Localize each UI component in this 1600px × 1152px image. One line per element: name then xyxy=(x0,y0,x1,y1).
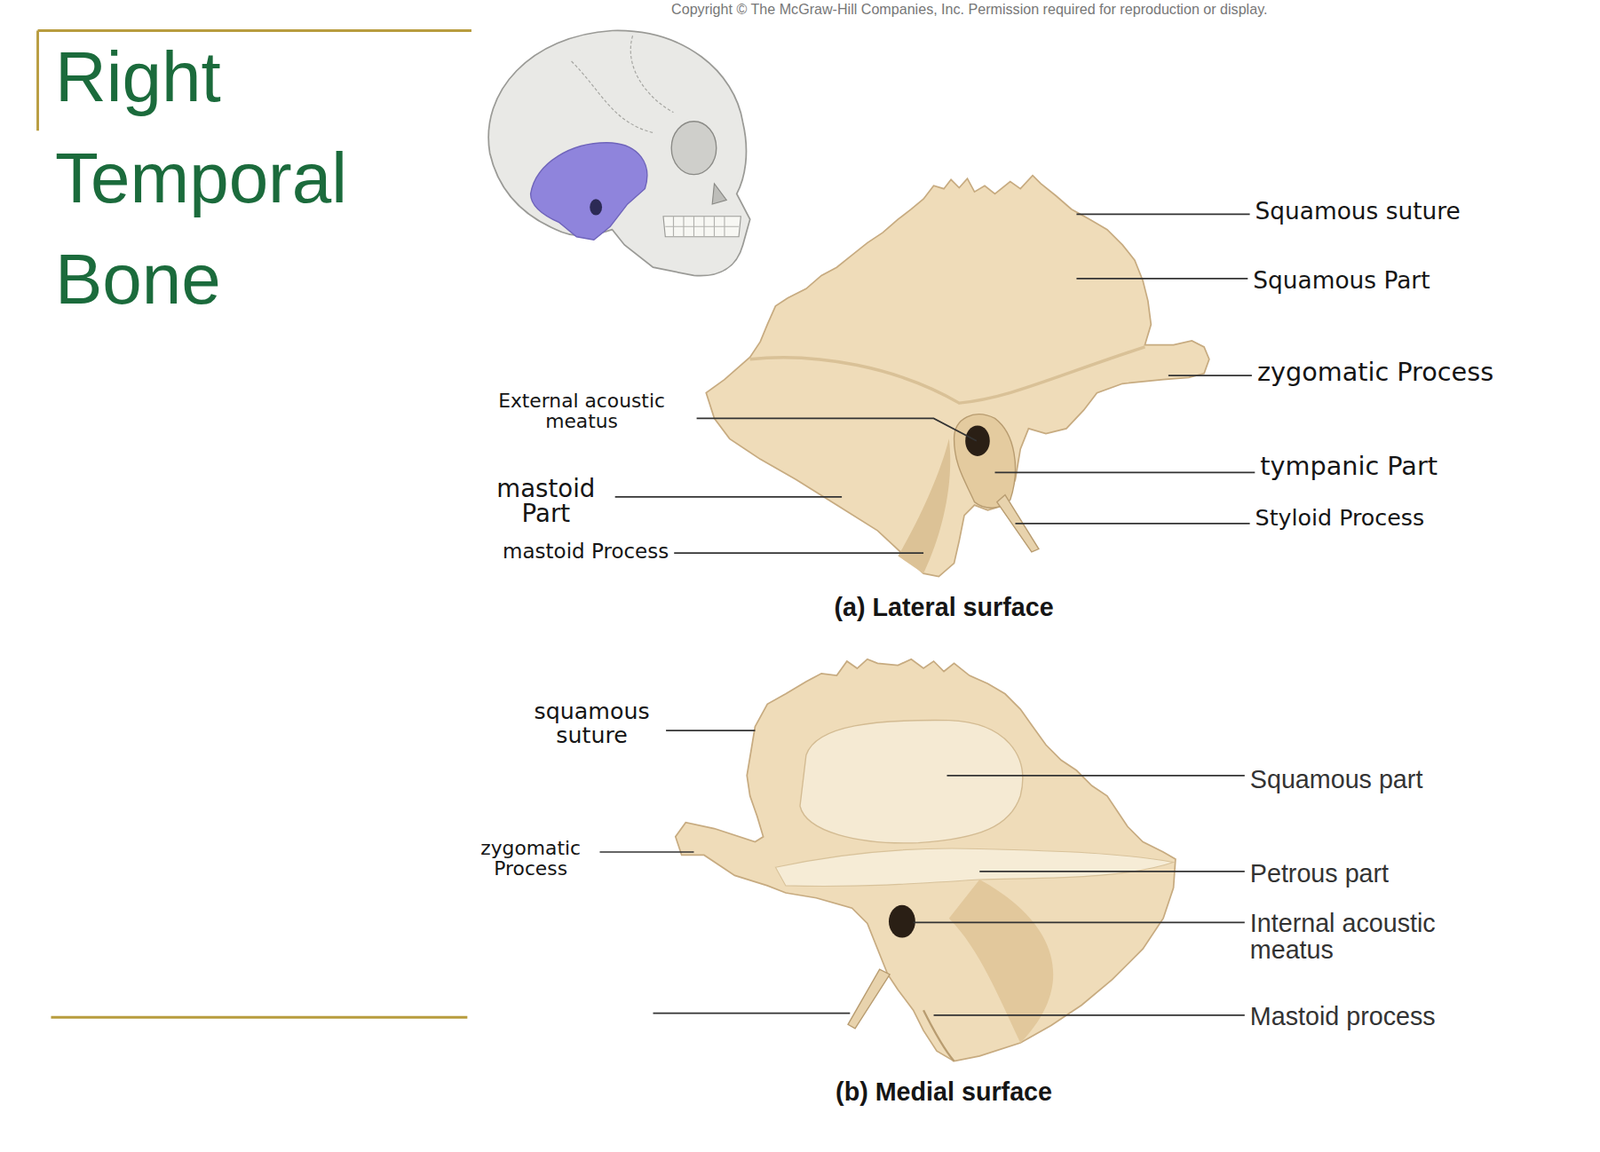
bone-outline xyxy=(675,659,1176,1062)
leader-lines xyxy=(599,213,1255,1016)
tympanic-part xyxy=(954,414,1016,508)
leader-line xyxy=(697,418,977,441)
leader-line xyxy=(1076,213,1250,216)
petrous-ridge xyxy=(775,848,1173,887)
internal-acoustic-meatus xyxy=(888,905,916,939)
styloid-process xyxy=(847,969,890,1030)
part-label: Squamous suture xyxy=(1255,198,1461,224)
eye-orbit xyxy=(671,121,717,175)
leader-line xyxy=(995,471,1256,474)
lateral-bone xyxy=(705,175,1210,578)
leader-line xyxy=(934,1014,1245,1017)
leader-line xyxy=(913,921,1245,924)
part-label: Styloid Process xyxy=(1255,506,1426,531)
bone-shading xyxy=(750,347,1146,404)
leader-line xyxy=(673,552,924,555)
medial-bone xyxy=(675,659,1176,1062)
gold-rule xyxy=(50,1016,468,1020)
mastoid-edge xyxy=(923,1010,954,1062)
leader-line xyxy=(653,1013,851,1015)
ear-opening xyxy=(589,198,602,215)
leader-line xyxy=(1076,277,1248,280)
figure-caption: (b) Medial surface xyxy=(835,1078,1053,1106)
slide-title: Right Temporal Bone xyxy=(55,26,446,331)
leader-line xyxy=(979,871,1245,873)
teeth-lines xyxy=(665,216,739,238)
leader-line xyxy=(615,496,842,499)
skull-outline xyxy=(488,30,751,276)
part-label: mastoid Part xyxy=(482,476,610,529)
leader-line xyxy=(946,775,1244,777)
part-label: Mastoid process xyxy=(1250,1003,1436,1030)
skull-thumbnail xyxy=(488,30,751,276)
skull-sutures xyxy=(571,35,674,133)
leader-line xyxy=(665,729,755,732)
part-label: mastoid Process xyxy=(502,540,669,563)
temporal-region xyxy=(530,142,648,240)
part-label: squamous suture xyxy=(522,700,661,748)
part-label: Internal acoustic meatus xyxy=(1250,910,1505,964)
part-label: Petrous part xyxy=(1250,860,1389,888)
part-label: zygomatic Process xyxy=(1257,358,1494,386)
part-label: Squamous Part xyxy=(1252,268,1430,294)
bone-outline xyxy=(705,175,1210,578)
teeth xyxy=(663,216,741,238)
leader-line xyxy=(1168,374,1252,377)
copyright-note: Copyright © The McGraw-Hill Companies, I… xyxy=(671,1,1268,17)
figure-caption: (a) Lateral surface xyxy=(834,594,1054,621)
part-label: External acoustic meatus xyxy=(472,391,692,433)
part-label: zygomatic Process xyxy=(467,839,595,880)
nasal-cavity xyxy=(712,183,727,205)
leader-line xyxy=(599,851,694,854)
part-label: Squamous part xyxy=(1250,766,1424,793)
petrous-shading xyxy=(949,879,1054,1044)
squamous-inner-surface xyxy=(800,720,1023,844)
external-acoustic-meatus xyxy=(965,425,991,456)
leader-line xyxy=(1014,522,1250,525)
part-label: tympanic Part xyxy=(1259,452,1438,480)
